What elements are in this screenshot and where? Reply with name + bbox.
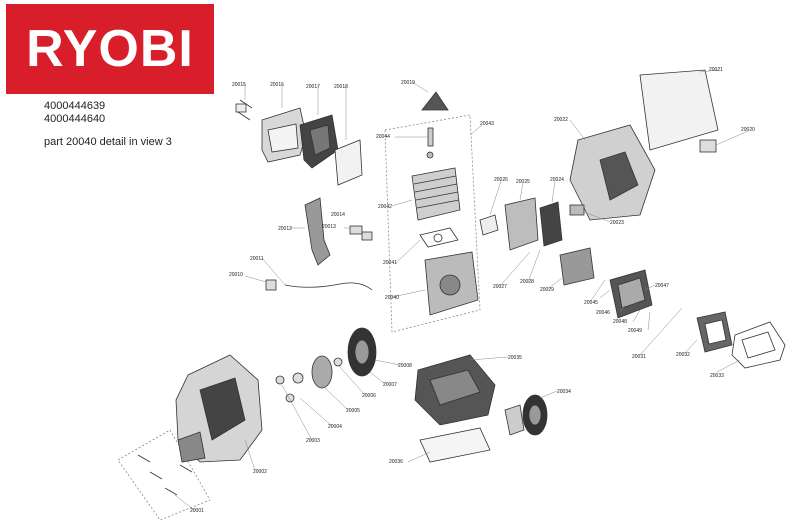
label-20048: 20048 <box>613 319 627 325</box>
label-20019: 20019 <box>401 80 415 86</box>
label-20027: 20027 <box>493 284 507 290</box>
label-20046: 20046 <box>596 310 610 316</box>
part-20035-fuel-tank <box>414 354 496 426</box>
label-20031: 20031 <box>632 354 646 360</box>
part-20001-screws <box>117 429 211 521</box>
leader-lines <box>174 69 749 511</box>
part-20044-spark-plug <box>426 127 434 159</box>
label-20040: 20040 <box>385 295 399 301</box>
part-20012-coil <box>304 197 331 266</box>
part-20042-cylinder <box>411 167 461 221</box>
label-20014: 20014 <box>331 212 345 218</box>
label-20018: 20018 <box>334 84 348 90</box>
ryobi-logo: RYOBI <box>6 4 214 94</box>
label-20003: 20003 <box>306 438 320 444</box>
label-20049: 20049 <box>628 328 642 334</box>
model-number-1: 4000444639 <box>44 100 106 112</box>
label-20029: 20029 <box>540 287 554 293</box>
part-20019-cap <box>421 91 449 111</box>
label-20006: 20006 <box>362 393 376 399</box>
label-20023: 20023 <box>610 220 624 226</box>
label-20007: 20007 <box>383 382 397 388</box>
label-20034: 20034 <box>557 389 571 395</box>
part-20022-fan-housing <box>569 124 656 221</box>
model-info: 4000444639 4000444640 part 20040 detail … <box>44 100 172 149</box>
part-20015-screws <box>235 99 253 121</box>
label-20016: 20016 <box>270 82 284 88</box>
part-20002-starter-housing <box>175 354 263 463</box>
label-20041: 20041 <box>383 260 397 266</box>
label-20021: 20021 <box>709 67 723 73</box>
part-20041-gasket <box>419 227 459 248</box>
label-20015: 20015 <box>232 82 246 88</box>
part-20036-plate <box>419 427 491 463</box>
part-labels: 20015 20016 20017 20018 20019 20021 2002… <box>190 67 755 514</box>
label-20042: 20042 <box>378 204 392 210</box>
part-20047-base <box>609 269 653 319</box>
label-20017: 20017 <box>306 84 320 90</box>
part-20018-plate <box>334 139 363 186</box>
part-20020 <box>699 139 717 153</box>
logo-text: RYOBI <box>26 20 194 78</box>
label-20028: 20028 <box>520 279 534 285</box>
label-20024: 20024 <box>550 177 564 183</box>
label-20035: 20035 <box>508 355 522 361</box>
label-20036: 20036 <box>389 459 403 465</box>
part-20024-20026 <box>479 197 563 251</box>
part-20021-plate <box>639 69 719 151</box>
part-20040-crankcase <box>424 251 479 316</box>
label-20025: 20025 <box>516 179 530 185</box>
part-20034 <box>504 394 548 436</box>
label-20010: 20010 <box>229 272 243 278</box>
model-number-2: 4000444640 <box>44 113 106 125</box>
label-20045: 20045 <box>584 300 598 306</box>
label-20044: 20044 <box>376 134 390 140</box>
label-20001: 20001 <box>190 508 204 514</box>
label-20008: 20008 <box>398 363 412 369</box>
part-20029-carburetor <box>559 247 595 286</box>
part-20033-cover <box>731 321 786 369</box>
part-20016-housing <box>261 107 307 163</box>
part-20010-20011-wire <box>265 279 373 291</box>
label-20004: 20004 <box>328 424 342 430</box>
part-20008-flywheel <box>347 327 377 377</box>
label-20026: 20026 <box>494 177 508 183</box>
label-20047: 20047 <box>655 283 669 289</box>
part-20013-20014 <box>349 225 373 241</box>
label-20013: 20013 <box>322 224 336 230</box>
part-20005-20007 <box>292 355 343 389</box>
part-20017-cover <box>299 114 339 169</box>
label-20033: 20033 <box>710 373 724 379</box>
label-20022: 20022 <box>554 117 568 123</box>
detail-note: part 20040 detail in view 3 <box>44 136 172 148</box>
part-20023 <box>569 204 585 216</box>
part-20003-20004 <box>275 375 295 403</box>
part-20032-filter <box>696 311 733 353</box>
label-20043: 20043 <box>480 121 494 127</box>
label-20012: 20012 <box>278 226 292 232</box>
label-20002: 20002 <box>253 469 267 475</box>
label-20020: 20020 <box>741 127 755 133</box>
cylinder-group-outline <box>384 114 481 333</box>
label-20032: 20032 <box>676 352 690 358</box>
label-20011: 20011 <box>250 256 264 262</box>
label-20005: 20005 <box>346 408 360 414</box>
